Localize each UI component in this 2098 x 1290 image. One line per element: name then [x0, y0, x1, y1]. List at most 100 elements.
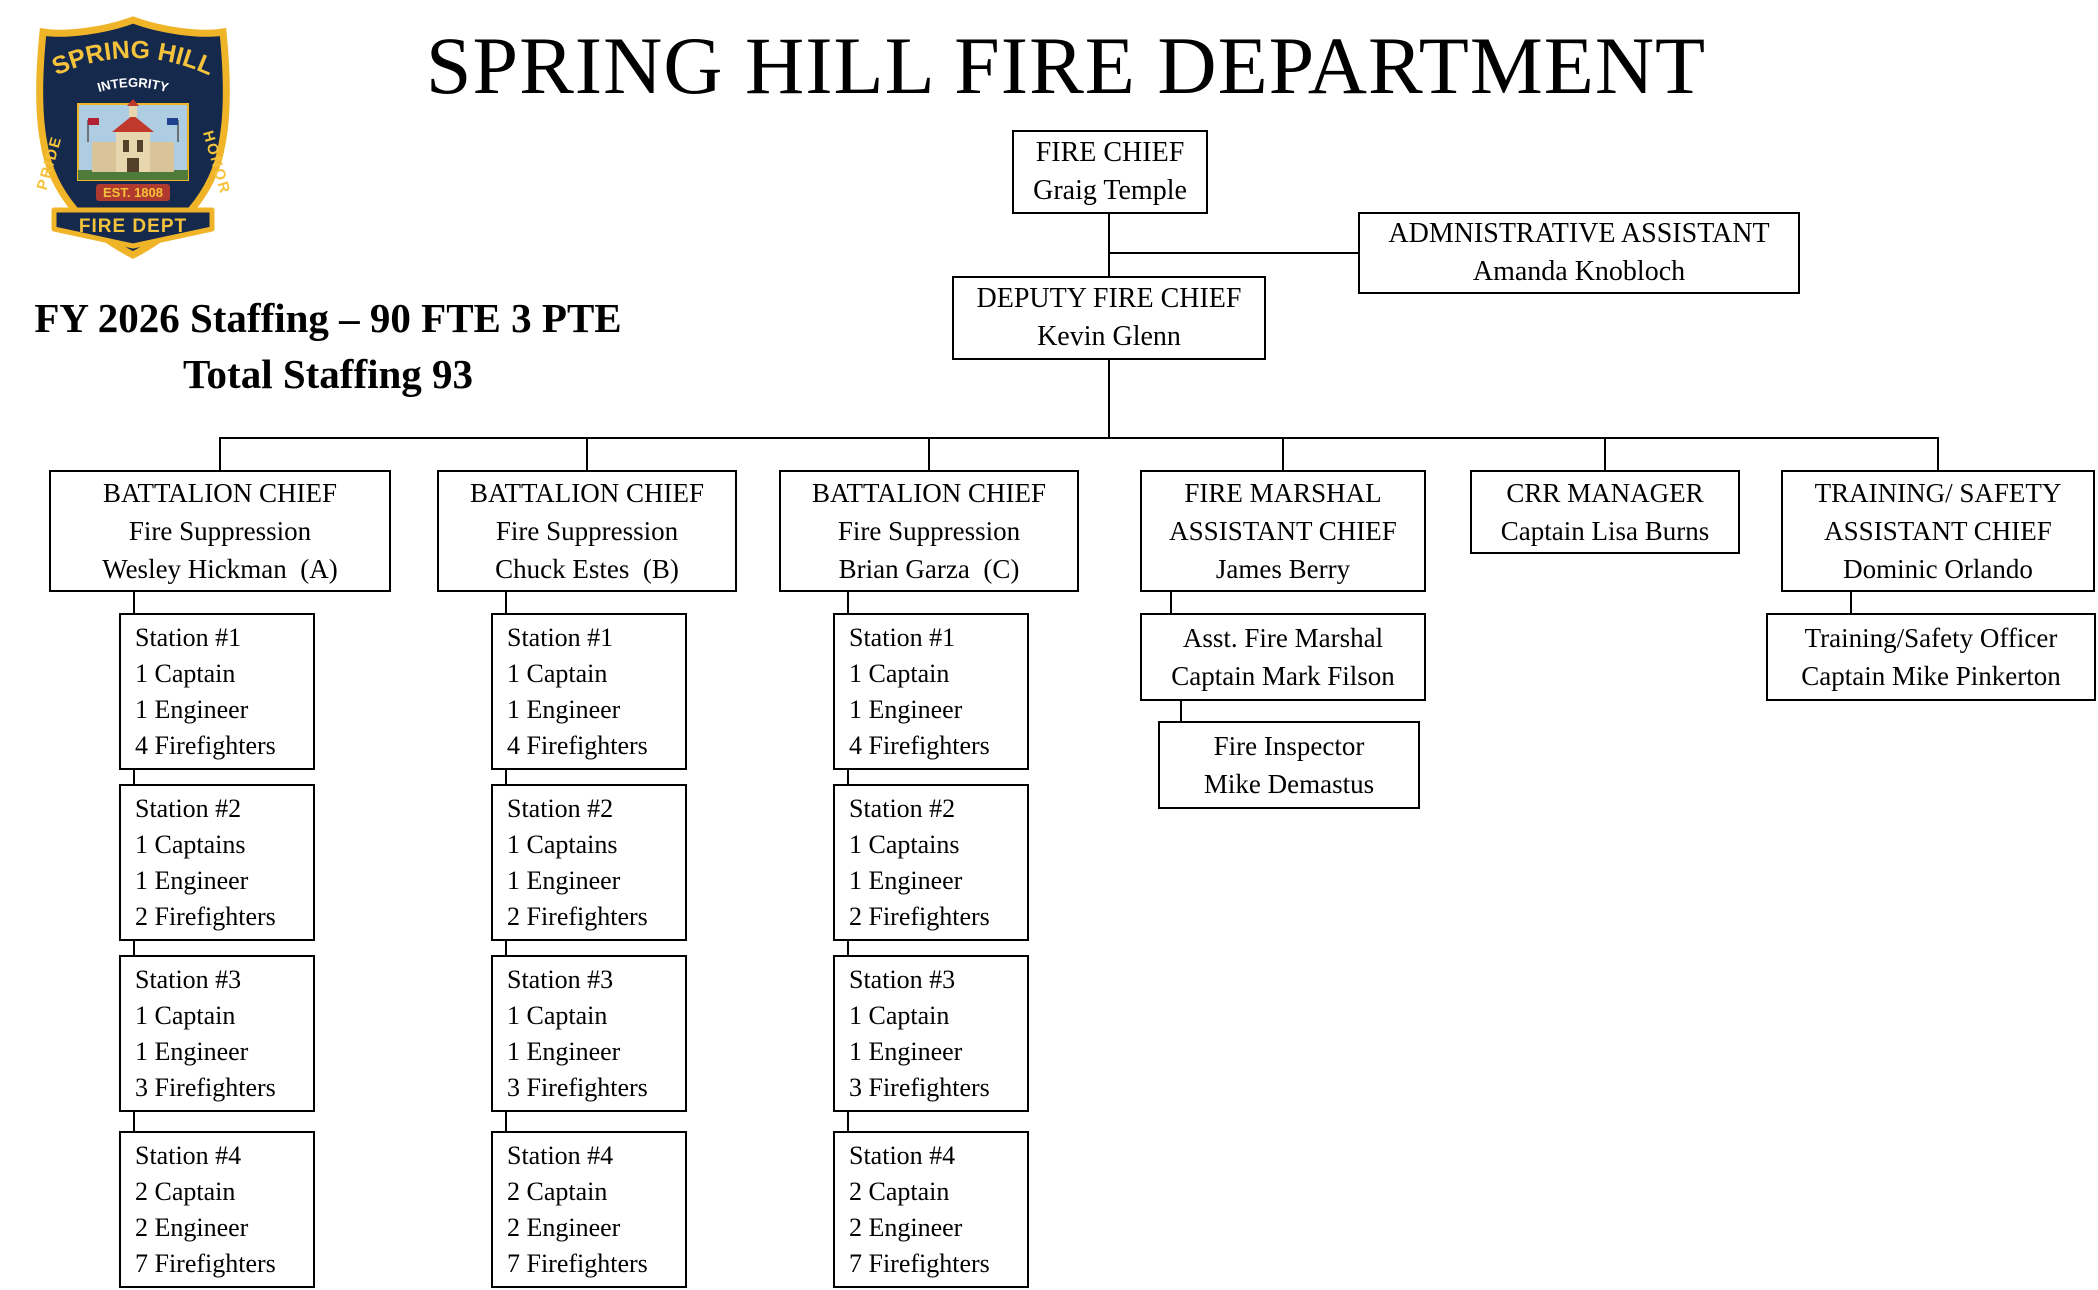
text-line: 2 Engineer: [135, 1212, 249, 1242]
connector-drop-training-safety: [1937, 437, 1939, 470]
text-line: BATTALION CHIEF: [102, 478, 338, 508]
text-line: James Berry: [1215, 554, 1351, 584]
fire-chief-box: FIRE CHIEF Graig Temple: [1012, 130, 1208, 214]
text-line: 4 Firefighters: [507, 730, 648, 760]
connector-training-officer: [1850, 592, 1852, 613]
text-line: Captain Mark Filson: [1171, 661, 1395, 691]
text-line: 1 Engineer: [135, 865, 249, 895]
connector-c-chief-st1: [847, 592, 849, 613]
connector-drop-battalion-b: [586, 437, 588, 470]
text-line: FIRE MARSHAL: [1184, 478, 1382, 508]
fire-department-shield-logo: SPRING HILL INTEGRITY PRIDE HONOR EST. 1…: [34, 16, 234, 259]
courthouse-scene: [77, 99, 189, 181]
text-line: 1 Captains: [507, 829, 618, 859]
text-line: Graig Temple: [1033, 175, 1187, 206]
text-line: 2 Captain: [507, 1176, 608, 1206]
text-line: Station #3: [849, 964, 956, 994]
connector-b-chief-st1: [505, 592, 507, 613]
text-line: 1 Captain: [135, 658, 236, 688]
connector-b-st2-st3: [505, 941, 507, 955]
connector-c-st1-st2: [847, 770, 849, 784]
text-line: TRAINING/ SAFETY: [1814, 478, 2062, 508]
text-line: BATTALION CHIEF: [469, 478, 705, 508]
connector-drop-battalion-a: [219, 437, 221, 470]
text-line: CRR MANAGER: [1506, 478, 1704, 508]
connector-deputy-drop: [1108, 360, 1110, 437]
connector-c-st3-st4: [847, 1112, 849, 1131]
logo-established-text: EST. 1808: [103, 185, 163, 200]
text-line: 3 Firefighters: [135, 1072, 276, 1102]
text-line: 1 Engineer: [849, 865, 963, 895]
connector-chief-to-deputy: [1108, 214, 1110, 276]
text-line: Station #1: [507, 622, 614, 652]
text-line: Station #2: [135, 793, 242, 823]
connector-marshal-asst: [1170, 592, 1172, 613]
text-line: 1 Engineer: [849, 1036, 963, 1066]
text-line: Dominic Orlando: [1843, 554, 2033, 584]
text-line: Station #2: [507, 793, 614, 823]
text-line: 1 Engineer: [135, 1036, 249, 1066]
staffing-line-2: Total Staffing 93: [182, 351, 474, 397]
connector-to-admin-assistant: [1109, 252, 1358, 254]
text-line: 1 Engineer: [135, 694, 249, 724]
text-line: Fire Suppression: [128, 516, 312, 546]
battalion-b-station-4-box: Station #4 2 Captain 2 Engineer 7 Firefight…: [491, 1131, 687, 1288]
text-line: 2 Firefighters: [507, 901, 648, 931]
text-line: 7 Firefighters: [135, 1248, 276, 1278]
text-line: 1 Captains: [135, 829, 246, 859]
banner-ribbon: [51, 207, 215, 249]
text-line: ASSISTANT CHIEF: [1169, 516, 1397, 546]
text-line: Station #1: [135, 622, 242, 652]
connector-main-bus: [219, 437, 1939, 439]
connector-asst-inspector: [1180, 701, 1182, 721]
text-line: Chuck Estes (B): [495, 554, 679, 584]
svg-text:INTEGRITY: INTEGRITY: [96, 75, 171, 95]
connector-drop-battalion-c: [928, 437, 930, 470]
fire-marshal-box: FIRE MARSHAL ASSISTANT CHIEF James Berry: [1140, 470, 1426, 592]
connector-a-st1-st2: [133, 770, 135, 784]
logo-integrity-text: INTEGRITY: [96, 75, 171, 95]
text-line: 3 Firefighters: [507, 1072, 648, 1102]
text-line: Station #2: [849, 793, 956, 823]
text-line: FIRE CHIEF: [1035, 137, 1185, 168]
text-line: 4 Firefighters: [849, 730, 990, 760]
text-line: ASSISTANT CHIEF: [1824, 516, 2052, 546]
text-line: Captain Mike Pinkerton: [1801, 661, 2061, 691]
text-line: Training/Safety Officer: [1804, 623, 2058, 653]
text-line: Station #4: [849, 1140, 956, 1170]
text-line: Station #4: [507, 1140, 614, 1170]
text-line: 2 Captain: [135, 1176, 236, 1206]
text-line: Station #1: [849, 622, 956, 652]
text-line: 1 Captain: [507, 658, 608, 688]
text-line: 1 Captain: [507, 1000, 608, 1030]
text-line: 7 Firefighters: [849, 1248, 990, 1278]
training-safety-chief-box: TRAINING/ SAFETY ASSISTANT CHIEF Dominic O…: [1781, 470, 2095, 592]
connector-a-st2-st3: [133, 941, 135, 955]
text-line: Asst. Fire Marshal: [1182, 623, 1384, 653]
text-line: 2 Engineer: [849, 1212, 963, 1242]
text-line: Wesley Hickman (A): [102, 554, 338, 584]
text-line: 7 Firefighters: [507, 1248, 648, 1278]
staffing-note: FY 2026 Staffing – 90 FTE 3 PTE Total St…: [22, 290, 634, 402]
text-line: 1 Engineer: [849, 694, 963, 724]
text-line: 2 Engineer: [507, 1212, 621, 1242]
